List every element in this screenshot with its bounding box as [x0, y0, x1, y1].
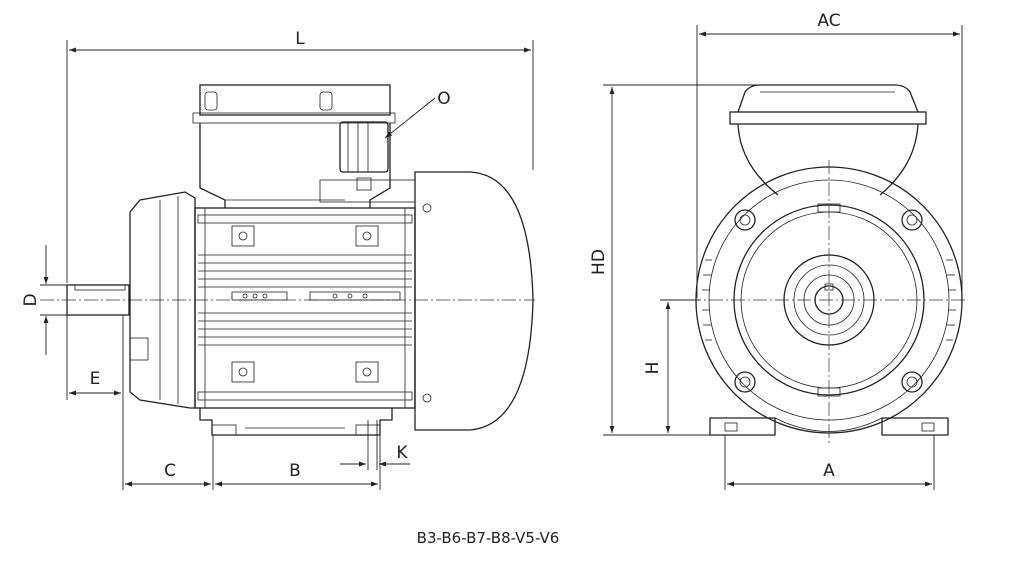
front-frame [695, 166, 963, 434]
front-feet [709, 417, 949, 436]
fan-cover [414, 171, 534, 431]
label-L: L [295, 29, 305, 49]
dim-HD: HD [589, 84, 760, 436]
dim-AC: AC [696, 11, 963, 298]
dim-H: H [643, 299, 700, 433]
dim-E: E [66, 315, 124, 490]
label-K: K [396, 443, 408, 463]
label-AC: AC [817, 11, 840, 31]
side-view: L D E C B [21, 29, 535, 490]
leader-O: O [384, 89, 451, 139]
label-E: E [90, 369, 101, 389]
dim-D: D [21, 245, 67, 355]
dim-A: A [724, 435, 935, 490]
motor-feet [199, 408, 393, 436]
label-B: B [289, 461, 301, 481]
label-H: H [643, 362, 663, 375]
mounting-caption: B3-B6-B7-B8-V5-V6 [417, 529, 560, 547]
label-C: C [164, 461, 176, 481]
dim-B: B [215, 435, 381, 490]
front-view: AC HD H A [589, 11, 965, 490]
dim-L: L [66, 29, 534, 283]
terminal-box [192, 84, 416, 208]
label-A: A [823, 461, 835, 481]
motor-body [194, 203, 432, 409]
dim-K: K [340, 420, 410, 470]
shaft [66, 284, 130, 316]
label-O: O [437, 89, 450, 109]
label-HD: HD [589, 249, 609, 275]
label-D: D [21, 293, 41, 306]
dim-C: C [124, 435, 214, 490]
front-terminal-box [729, 84, 927, 196]
